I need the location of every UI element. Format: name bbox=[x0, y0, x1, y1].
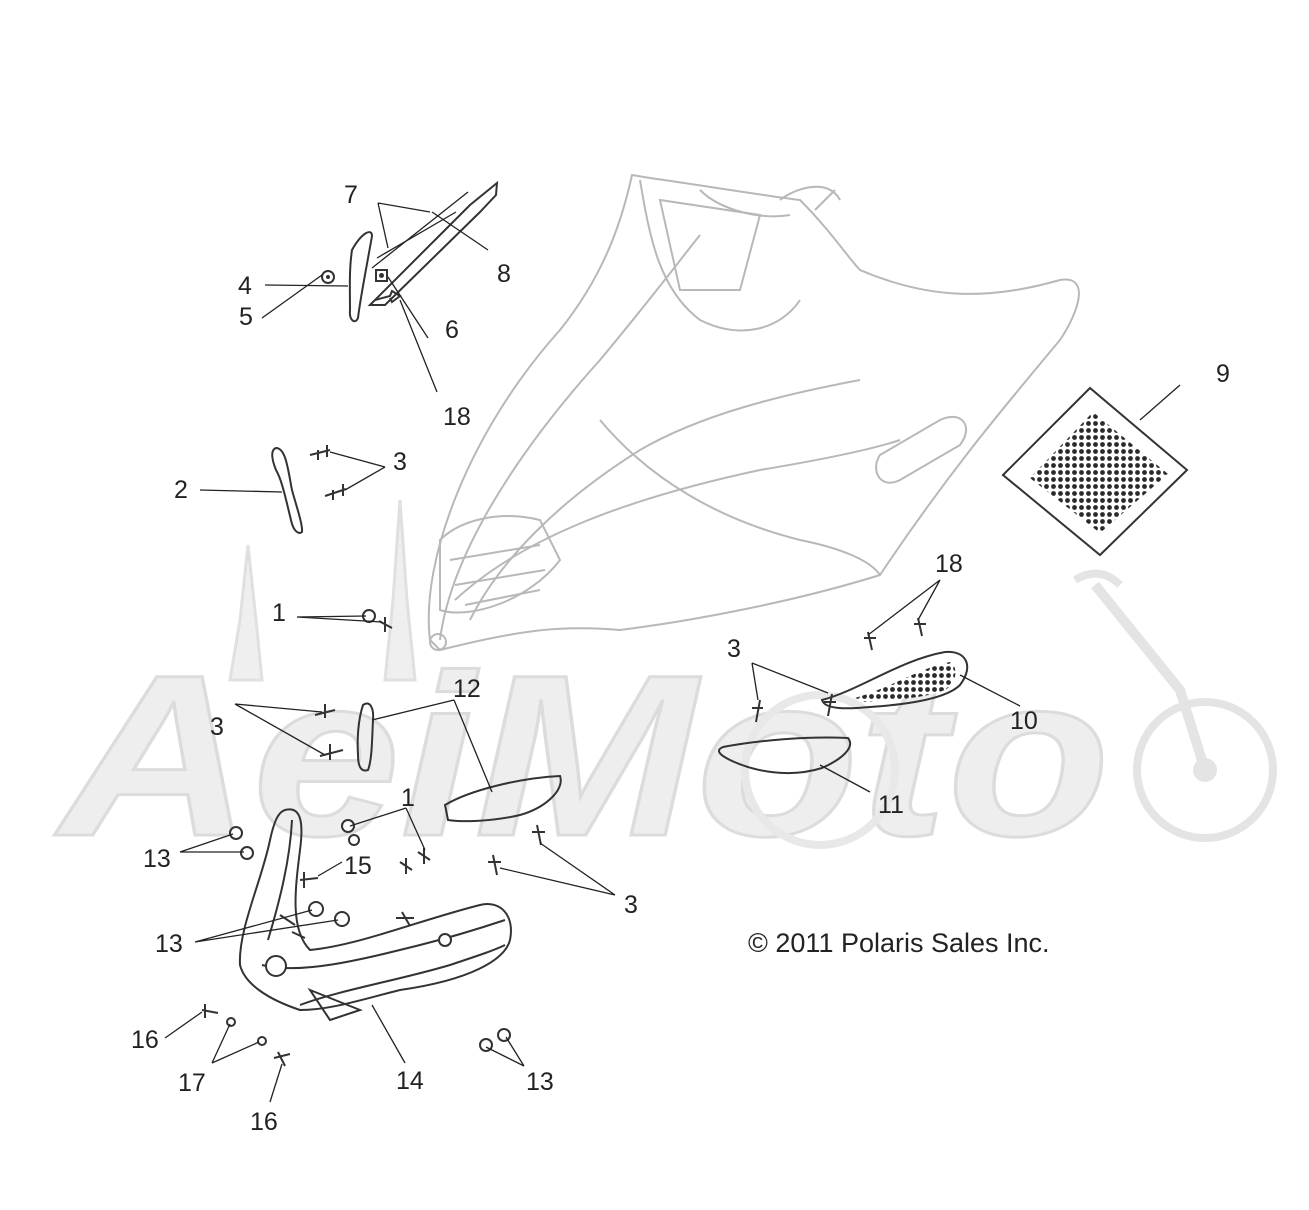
callout-8: 8 bbox=[497, 260, 511, 288]
callout-15: 15 bbox=[344, 852, 372, 880]
callout-3: 3 bbox=[210, 713, 224, 741]
part-6-nut bbox=[375, 269, 388, 282]
callout-13: 13 bbox=[155, 930, 183, 958]
callout-3: 3 bbox=[393, 448, 407, 476]
part-17-washers bbox=[226, 1017, 267, 1046]
callout-1: 1 bbox=[272, 599, 286, 627]
part-14-bumper bbox=[238, 808, 512, 1022]
callout-16: 16 bbox=[250, 1108, 278, 1136]
callout-2: 2 bbox=[174, 476, 188, 504]
callout-14: 14 bbox=[396, 1067, 424, 1095]
part-3-rivets-upper bbox=[309, 445, 347, 500]
callout-17: 17 bbox=[178, 1069, 206, 1097]
callout-labels: 7 8 5 6 4 18 3 2 9 18 1 3 10 12 3 11 1 1… bbox=[131, 181, 1230, 1136]
part-18-rivet bbox=[374, 289, 402, 304]
callout-6: 6 bbox=[445, 316, 459, 344]
callout-3: 3 bbox=[624, 891, 638, 919]
part-10-right-vent bbox=[820, 650, 969, 710]
part-9-mesh-screen bbox=[1001, 386, 1189, 557]
part-1-clips-lower bbox=[341, 819, 431, 874]
part-3-rivets-right bbox=[752, 693, 836, 723]
part-2-vent-strip bbox=[271, 446, 304, 534]
watermark-tower-icon bbox=[228, 499, 417, 682]
callout-16: 16 bbox=[131, 1026, 159, 1054]
part-13-nuts bbox=[229, 826, 511, 1052]
callout-4: 4 bbox=[238, 272, 252, 300]
leader-lines bbox=[164, 202, 1181, 1103]
part-8-trim-strip bbox=[367, 180, 499, 306]
part-11-lower-vent bbox=[718, 736, 851, 774]
part-15-bolt bbox=[299, 872, 319, 888]
callout-13: 13 bbox=[526, 1068, 554, 1096]
part-16-bolts bbox=[201, 1004, 291, 1067]
hood-outline bbox=[427, 173, 1080, 652]
copyright-notice: © 2011 Polaris Sales Inc. bbox=[748, 928, 1050, 958]
callout-12: 12 bbox=[453, 675, 481, 703]
callout-13: 13 bbox=[143, 845, 171, 873]
callout-9: 9 bbox=[1216, 360, 1230, 388]
callout-7: 7 bbox=[344, 181, 358, 209]
part-4-side-trim bbox=[348, 231, 374, 323]
callout-3: 3 bbox=[727, 635, 741, 663]
part-5-clip bbox=[321, 270, 335, 284]
watermark-motorcycle-icon bbox=[741, 569, 1277, 849]
callout-5: 5 bbox=[239, 303, 253, 331]
callout-1: 1 bbox=[401, 784, 415, 812]
callout-11: 11 bbox=[878, 791, 904, 819]
callout-18: 18 bbox=[935, 550, 963, 578]
callout-18: 18 bbox=[443, 403, 471, 431]
callout-10: 10 bbox=[1010, 707, 1038, 735]
part-12-vent-pieces bbox=[356, 702, 562, 823]
part-3-rivets-lower bbox=[488, 824, 545, 876]
